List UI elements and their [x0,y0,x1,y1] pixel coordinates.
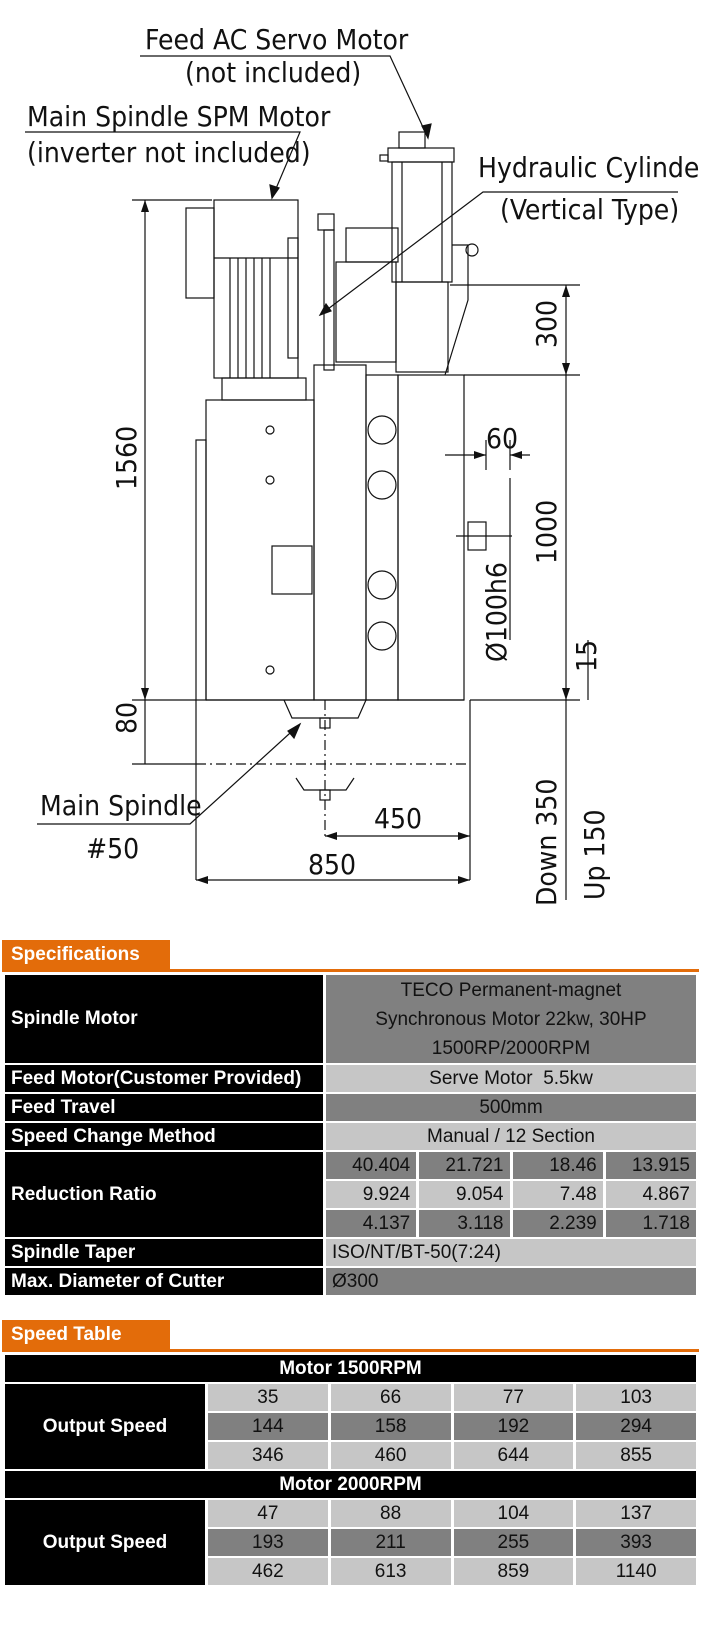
spec-label: Feed Travel [5,1094,323,1121]
dim-850: 850 [308,848,356,881]
motor-2000-header: Motor 2000RPM [5,1471,696,1498]
callout-main-spindle-line2: #50 [86,832,139,865]
spec-label: Spindle Taper [5,1239,323,1266]
speed-cell: 346 [208,1442,328,1469]
reduction-cell: 1.718 [605,1210,696,1237]
callout-spindle-motor-line1: Main Spindle SPM Motor [27,100,331,133]
speed-row: 462 613 859 1140 [5,1558,696,1585]
reduction-cell: 3.118 [419,1210,510,1237]
spec-value-line: Synchronous Motor 22kw, 30HP [375,1008,647,1030]
spec-value: Serve Motor 5.5kw [326,1065,696,1092]
speed-cell: 193 [208,1529,328,1556]
speed-cell: 855 [576,1442,696,1469]
reduction-cell: 9.054 [419,1181,510,1208]
speed-row: Output Speed 35 66 77 103 [5,1384,696,1469]
spec-label: Speed Change Method [5,1123,323,1150]
callout-hydraulic-line2: (Vertical Type) [500,193,679,226]
output-speed-label: Output Speed [5,1384,205,1469]
reduction-cell: 7.48 [512,1181,603,1208]
speed-cell: 644 [453,1442,574,1469]
callout-feed-motor-line1: Feed AC Servo Motor [145,23,409,56]
speed-cell: 103 [576,1384,696,1411]
reduction-cell: 18.46 [512,1152,603,1179]
spec-row-feed-motor: Feed Motor(Customer Provided) Serve Moto… [5,1065,696,1092]
speed-cell: 47 [208,1500,328,1527]
speed-cell: 255 [453,1529,574,1556]
speed-cell: 104 [453,1500,574,1527]
callout-spindle-motor-line2: (inverter not included) [27,136,311,169]
speed-cell: 294 [576,1413,696,1440]
spec-row-taper: Spindle Taper ISO/NT/BT-50(7:24) [5,1239,696,1266]
reduction-cell: 21.721 [419,1152,510,1179]
spec-value: Ø300 [326,1268,696,1295]
specifications-title: Specifications [2,940,170,969]
dim-300: 300 [530,300,563,348]
speed-cell: 460 [330,1442,451,1469]
speed-row: 346 460 644 855 [5,1442,696,1469]
speed-cell: 211 [330,1529,451,1556]
spec-value-line: 1500RP/2000RPM [431,1037,591,1059]
spec-label: Feed Motor(Customer Provided) [5,1065,323,1092]
spec-label: Spindle Motor [5,975,323,1063]
speed-cell: 613 [330,1558,451,1585]
reduction-cell: 4.137 [326,1210,417,1237]
reduction-cell: 2.239 [512,1210,603,1237]
speed-cell: 77 [453,1384,574,1411]
spec-value-line: TECO Permanent-magnet [400,979,622,1001]
spec-row-reduction: Reduction Ratio 40.404 21.721 18.46 13.9… [5,1152,696,1237]
output-speed-label: Output Speed [5,1500,205,1585]
reduction-cell: 40.404 [326,1152,417,1179]
dim-up-150: Up 150 [578,809,611,900]
reduction-cell: 4.867 [605,1181,696,1208]
motor-1500-header: Motor 1500RPM [5,1355,696,1382]
spec-row-spindle-motor: Spindle Motor TECO Permanent-magnet Sync… [5,975,696,1063]
spec-value: TECO Permanent-magnet Synchronous Motor … [326,975,696,1063]
dim-1560: 1560 [110,426,143,490]
reduction-cell: 13.915 [605,1152,696,1179]
speed-cell: 462 [208,1558,328,1585]
speed-table: Motor 1500RPM Output Speed 35 66 77 103 … [2,1353,699,1587]
dim-1000: 1000 [530,500,563,564]
spec-value: Manual / 12 Section [326,1123,696,1150]
reduction-cell: 9.924 [326,1181,417,1208]
specifications-divider [2,969,699,972]
spec-value: ISO/NT/BT-50(7:24) [326,1239,696,1266]
speed-cell: 192 [453,1413,574,1440]
speed-table-title: Speed Table [2,1320,170,1349]
callout-hydraulic-line1: Hydraulic Cylinder [478,151,701,184]
spec-row-cutter: Max. Diameter of Cutter Ø300 [5,1268,696,1295]
spec-label: Reduction Ratio [5,1152,323,1237]
speed-row: 144 158 192 294 [5,1413,696,1440]
speed-cell: 35 [208,1384,328,1411]
callout-feed-motor-line2: (not included) [185,56,361,89]
spec-label: Max. Diameter of Cutter [5,1268,323,1295]
dim-60: 60 [486,422,518,455]
speed-table-divider [2,1349,699,1352]
callout-main-spindle-line1: Main Spindle [40,789,202,822]
speed-cell: 137 [576,1500,696,1527]
dim-450: 450 [374,802,422,835]
spec-row-feed-travel: Feed Travel 500mm [5,1094,696,1121]
speed-cell: 158 [330,1413,451,1440]
speed-cell: 393 [576,1529,696,1556]
spec-row-reduction: 4.137 3.118 2.239 1.718 [5,1210,696,1237]
spec-row-reduction: 9.924 9.054 7.48 4.867 [5,1181,696,1208]
speed-group-header: Motor 1500RPM [5,1355,696,1382]
speed-cell: 88 [330,1500,451,1527]
dim-bore: Ø100h6 [480,562,513,662]
speed-group-header: Motor 2000RPM [5,1471,696,1498]
speed-cell: 144 [208,1413,328,1440]
spec-row-speed-change: Speed Change Method Manual / 12 Section [5,1123,696,1150]
speed-cell: 66 [330,1384,451,1411]
dim-80: 80 [110,702,143,734]
dim-15: 15 [570,640,603,672]
speed-cell: 859 [453,1558,574,1585]
spec-value: 500mm [326,1094,696,1121]
speed-cell: 1140 [576,1558,696,1585]
speed-row: Output Speed 47 88 104 137 [5,1500,696,1585]
specifications-table: Spindle Motor TECO Permanent-magnet Sync… [2,973,699,1297]
speed-row: 193 211 255 393 [5,1529,696,1556]
dim-down-350: Down 350 [530,779,563,906]
technical-drawing: Feed AC Servo Motor (not included) Main … [25,23,701,906]
